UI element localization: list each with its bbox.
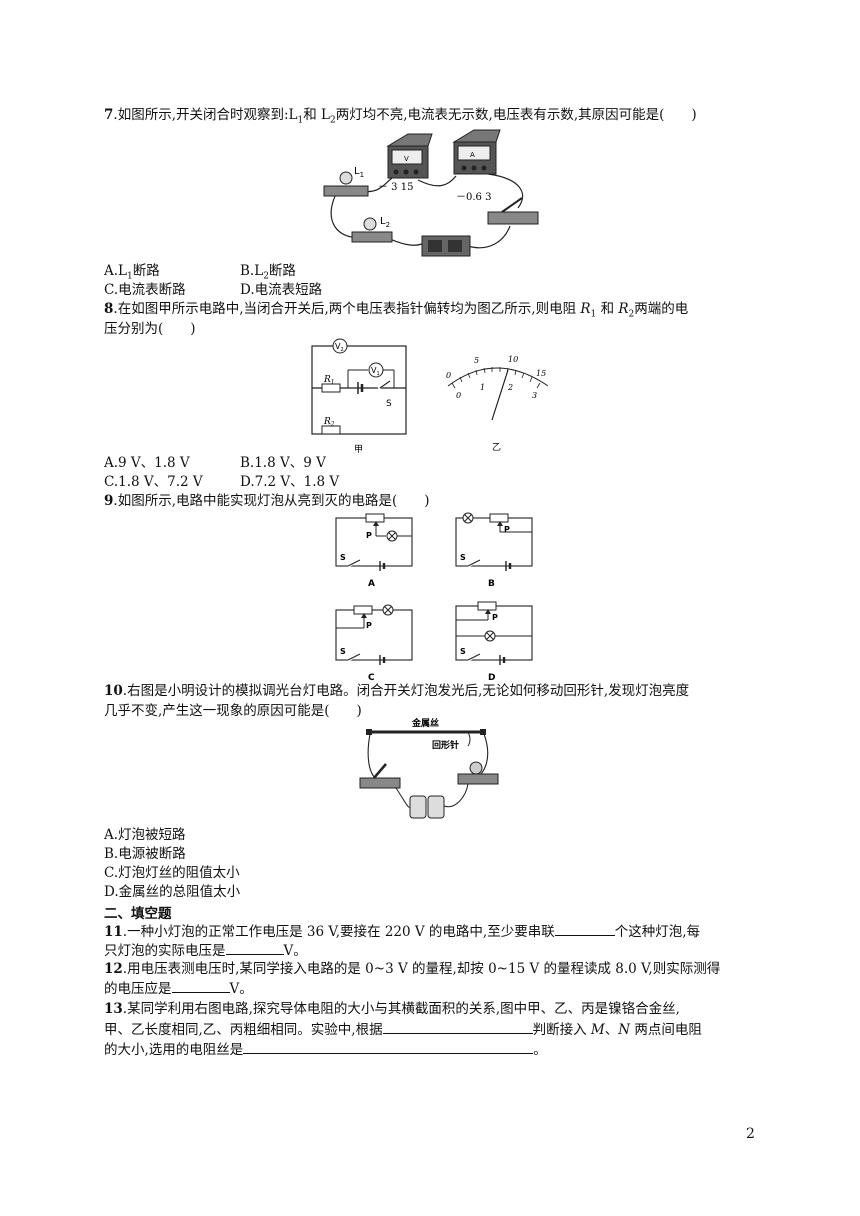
q7-option-a[interactable]: A.L1断路 (104, 263, 160, 282)
svg-text:2: 2 (507, 383, 513, 392)
q8-stem-line1: 8.在如图甲所示电路中,当闭合开关后,两个电压表指针偏转均为图乙所示,则电阻 R… (104, 301, 689, 320)
svg-text:P: P (366, 621, 372, 630)
svg-text:D: D (488, 673, 495, 682)
q10-stem-line1: 10.右图是小明设计的模拟调光台灯电路。闭合开关灯泡发光后,无论如何移动回形针,… (104, 683, 690, 699)
q8-option-b[interactable]: B.1.8 V、9 V (240, 455, 326, 471)
q9-circuit-c[interactable]: P S C (330, 600, 420, 682)
q7-option-d[interactable]: D.电流表短路 (240, 282, 323, 298)
voltmeter-scale-label: － 3 15 (378, 182, 413, 193)
q8-voltmeter-dial-yi: 0 5 10 15 0 1 2 3 乙 (446, 355, 549, 453)
q13-stem-line3: 的大小,选用的电阻丝是。 (104, 1040, 547, 1058)
q7-option-b[interactable]: B.L2断路 (240, 263, 296, 282)
svg-text:S: S (460, 647, 466, 656)
q8-option-a[interactable]: A.9 V、1.8 V (104, 455, 190, 471)
q8-stem-line2: 压分别为( ) (104, 321, 196, 337)
svg-text:甲: 甲 (354, 444, 363, 455)
q10-option-d[interactable]: D.金属丝的总阻值太小 (104, 884, 241, 900)
q13-stem-line2: 甲、乙长度相同,乙、丙粗细相同。实验中,根据判断接入 M、N 两点间电阻 (104, 1020, 702, 1038)
svg-text:A: A (368, 579, 375, 588)
q12-blank[interactable] (171, 979, 230, 993)
q10-option-b[interactable]: B.电源被断路 (104, 846, 186, 862)
svg-text:P: P (504, 525, 510, 534)
svg-text:3: 3 (532, 391, 537, 400)
svg-text:S: S (460, 553, 466, 562)
svg-text:A: A (470, 151, 475, 159)
q8-option-c[interactable]: C.1.8 V、7.2 V (104, 474, 203, 490)
svg-text:V: V (404, 155, 409, 163)
q13-blank-1[interactable] (382, 1020, 533, 1034)
svg-text:P: P (492, 613, 498, 622)
q7-stem: 7.如图所示,开关闭合时观察到:L1和 L2两灯均不亮,电流表无示数,电压表有示… (104, 107, 697, 126)
svg-text:S: S (340, 553, 346, 562)
q7-circuit-figure: V － 3 15 A －0.6 3 L1 L2 (323, 129, 539, 257)
svg-text:R2: R2 (323, 417, 335, 428)
svg-text:V1: V1 (371, 366, 380, 377)
q11-blank-1[interactable] (554, 922, 615, 936)
q10-dimmer-figure: 金属丝 回形针 (359, 717, 499, 819)
q12-stem-line1: 12.用电压表测电压时,某同学接入电路的是 0~3 V 的量程,却按 0~15 … (104, 961, 721, 977)
svg-text:V2: V2 (335, 342, 344, 353)
q13-stem-line1: 13.某同学利用右图电路,探究导体电阻的大小与其横截面积的关系,图中甲、乙、丙是… (104, 1001, 680, 1017)
svg-text:0: 0 (446, 371, 451, 380)
svg-text:L2: L2 (380, 216, 390, 229)
q11-blank-2[interactable] (225, 941, 284, 955)
q8-circuit-jia: V2 R1 V1 S R2 甲 (311, 338, 407, 455)
q13-blank-2[interactable] (243, 1040, 534, 1054)
q11-stem-line1: 11.一种小灯泡的正常工作电压是 36 V,要接在 220 V 的电路中,至少要… (104, 922, 701, 940)
page-number: 2 (746, 1126, 755, 1142)
svg-text:L1: L1 (354, 166, 364, 179)
svg-text:B: B (488, 579, 495, 588)
q9-circuit-b[interactable]: P S B (450, 510, 540, 588)
svg-text:R1: R1 (323, 375, 335, 386)
svg-text:0: 0 (456, 391, 461, 400)
svg-text:回形针: 回形针 (432, 739, 459, 751)
svg-text:5: 5 (474, 356, 479, 365)
q9-stem: 9.如图所示,电路中能实现灯泡从亮到灭的电路是( ) (104, 493, 430, 509)
ammeter-scale-label: －0.6 3 (456, 192, 491, 203)
q10-option-a[interactable]: A.灯泡被短路 (104, 827, 186, 843)
q9-circuit-d[interactable]: P S D (450, 600, 540, 682)
section-title-fill-in: 二、填空题 (104, 906, 172, 922)
q8-option-d[interactable]: D.7.2 V、1.8 V (240, 474, 340, 490)
q9-circuit-a[interactable]: P S A (330, 510, 420, 588)
svg-text:S: S (386, 399, 392, 409)
q10-stem-line2: 几乎不变,产生这一现象的原因可能是( ) (104, 703, 362, 719)
svg-text:15: 15 (536, 369, 546, 378)
svg-text:金属丝: 金属丝 (411, 717, 439, 729)
svg-text:S: S (340, 647, 346, 656)
q7-option-c[interactable]: C.电流表断路 (104, 282, 186, 298)
svg-text:C: C (368, 673, 375, 682)
svg-text:乙: 乙 (492, 442, 501, 453)
svg-text:1: 1 (480, 383, 485, 392)
svg-text:P: P (366, 531, 372, 540)
svg-text:10: 10 (508, 355, 518, 364)
q10-option-c[interactable]: C.灯泡灯丝的阻值太小 (104, 865, 240, 881)
